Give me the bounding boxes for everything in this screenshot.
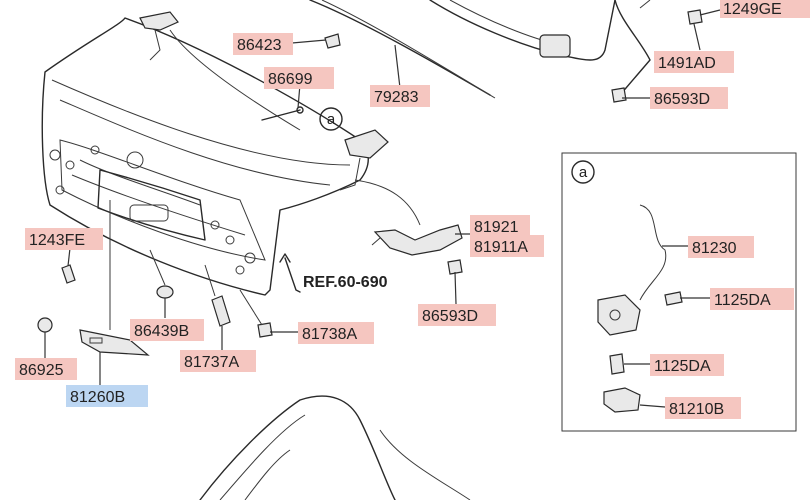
quarter-panel-drawing: [199, 395, 471, 500]
svg-text:1243FE: 1243FE: [29, 232, 85, 249]
part-label-79283[interactable]: 79283: [370, 85, 430, 107]
svg-text:86593D: 86593D: [422, 308, 478, 325]
part-label-86593D-mid[interactable]: 86593D: [418, 304, 496, 326]
svg-text:81230: 81230: [692, 240, 737, 257]
part-label-1125DA-upper[interactable]: 1125DA: [710, 288, 794, 310]
weatherstrip-drawing: [309, 0, 496, 99]
svg-text:86593D: 86593D: [654, 91, 710, 108]
part-label-81737A[interactable]: 81737A: [180, 350, 256, 372]
callout-a-detail-letter: a: [579, 164, 588, 181]
svg-text:1125DA: 1125DA: [714, 292, 771, 309]
svg-text:86439B: 86439B: [134, 323, 189, 340]
part-label-81210B[interactable]: 81210B: [665, 397, 741, 419]
svg-text:81911A: 81911A: [474, 239, 528, 256]
part-label-1491AD[interactable]: 1491AD: [654, 51, 734, 73]
part-label-86925[interactable]: 86925: [15, 358, 77, 380]
body-top-drawing: [429, 0, 703, 103]
svg-text:1125DA: 1125DA: [654, 358, 711, 375]
part-label-86439B[interactable]: 86439B: [130, 319, 204, 341]
svg-text:86699: 86699: [268, 71, 313, 88]
leader-lines: [44, 9, 721, 408]
actuator-harness-drawing: [371, 224, 463, 275]
part-label-81260B[interactable]: 81260B: [66, 385, 148, 407]
part-label-81911A[interactable]: 81911A: [470, 235, 544, 257]
svg-text:1249GE: 1249GE: [723, 1, 782, 18]
svg-text:REF.60-690: REF.60-690: [303, 274, 388, 291]
callout-a-detail: a: [571, 160, 595, 184]
part-label-81738A[interactable]: 81738A: [298, 322, 374, 344]
svg-text:81210B: 81210B: [669, 401, 724, 418]
part-label-1249GE[interactable]: 1249GE: [720, 0, 810, 18]
part-label-1243FE[interactable]: 1243FE: [25, 228, 103, 250]
part-label-1125DA-lower[interactable]: 1125DA: [650, 354, 724, 376]
trunk-lid-drawing: [41, 11, 421, 296]
latch-detail-box: [561, 152, 797, 432]
svg-text:81921: 81921: [474, 219, 519, 236]
svg-text:81737A: 81737A: [184, 354, 239, 371]
part-label-81921[interactable]: 81921: [470, 215, 530, 237]
ref-label[interactable]: REF.60-690: [303, 274, 388, 291]
callout-a-main: a: [319, 107, 343, 131]
part-label-86593D-top[interactable]: 86593D: [650, 87, 728, 109]
part-label-81230[interactable]: 81230: [688, 236, 754, 258]
svg-text:81738A: 81738A: [302, 326, 357, 343]
svg-text:79283: 79283: [374, 89, 419, 106]
svg-text:86423: 86423: [237, 37, 282, 54]
part-label-86699[interactable]: 86699: [264, 67, 334, 89]
part-label-86423[interactable]: 86423: [233, 33, 293, 55]
svg-text:1491AD: 1491AD: [658, 55, 716, 72]
svg-text:81260B: 81260B: [70, 389, 125, 406]
small-parts-drawing: [37, 200, 273, 356]
svg-text:86925: 86925: [19, 362, 64, 379]
callout-a-main-letter: a: [327, 111, 336, 128]
